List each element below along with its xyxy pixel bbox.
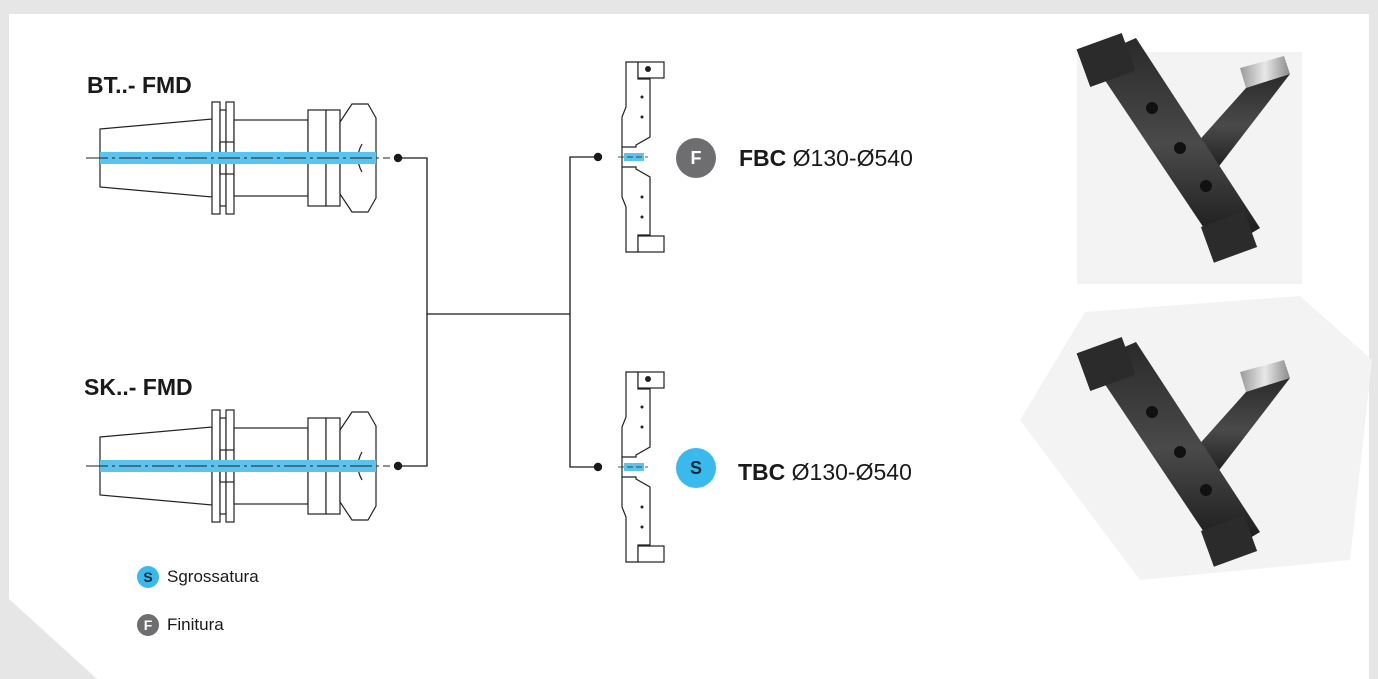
- holder-label-sk: SK..- FMD: [84, 376, 193, 399]
- model-range-tbc: Ø130-Ø540: [792, 459, 912, 485]
- connector-lines: [398, 157, 598, 467]
- model-range-fbc: Ø130-Ø540: [793, 145, 913, 171]
- legend-text-finishing: Finitura: [167, 615, 224, 635]
- tool-photo-bt: [1077, 33, 1302, 284]
- holder-label-bt: BT..- FMD: [87, 74, 192, 97]
- head-drawing-fbc: [618, 62, 664, 252]
- finishing-badge: F: [676, 138, 716, 178]
- roughing-badge: S: [676, 448, 716, 488]
- legend-text-roughing: Sgrossatura: [167, 567, 259, 587]
- model-code-tbc: TBC: [738, 459, 785, 485]
- holder-drawing-sk: [86, 410, 390, 522]
- connector-dots: [394, 153, 602, 471]
- legend-item-roughing: S Sgrossatura: [137, 566, 259, 588]
- model-name-tbc: TBC Ø130-Ø540: [738, 461, 912, 484]
- holder-drawing-bt: [86, 102, 390, 214]
- tool-photo-sk: [1020, 296, 1372, 580]
- head-drawing-tbc: [618, 372, 664, 562]
- model-name-fbc: FBC Ø130-Ø540: [739, 147, 913, 170]
- legend-badge-f: F: [137, 614, 159, 636]
- legend-item-finishing: F Finitura: [137, 614, 224, 636]
- model-code-fbc: FBC: [739, 145, 786, 171]
- legend-badge-s: S: [137, 566, 159, 588]
